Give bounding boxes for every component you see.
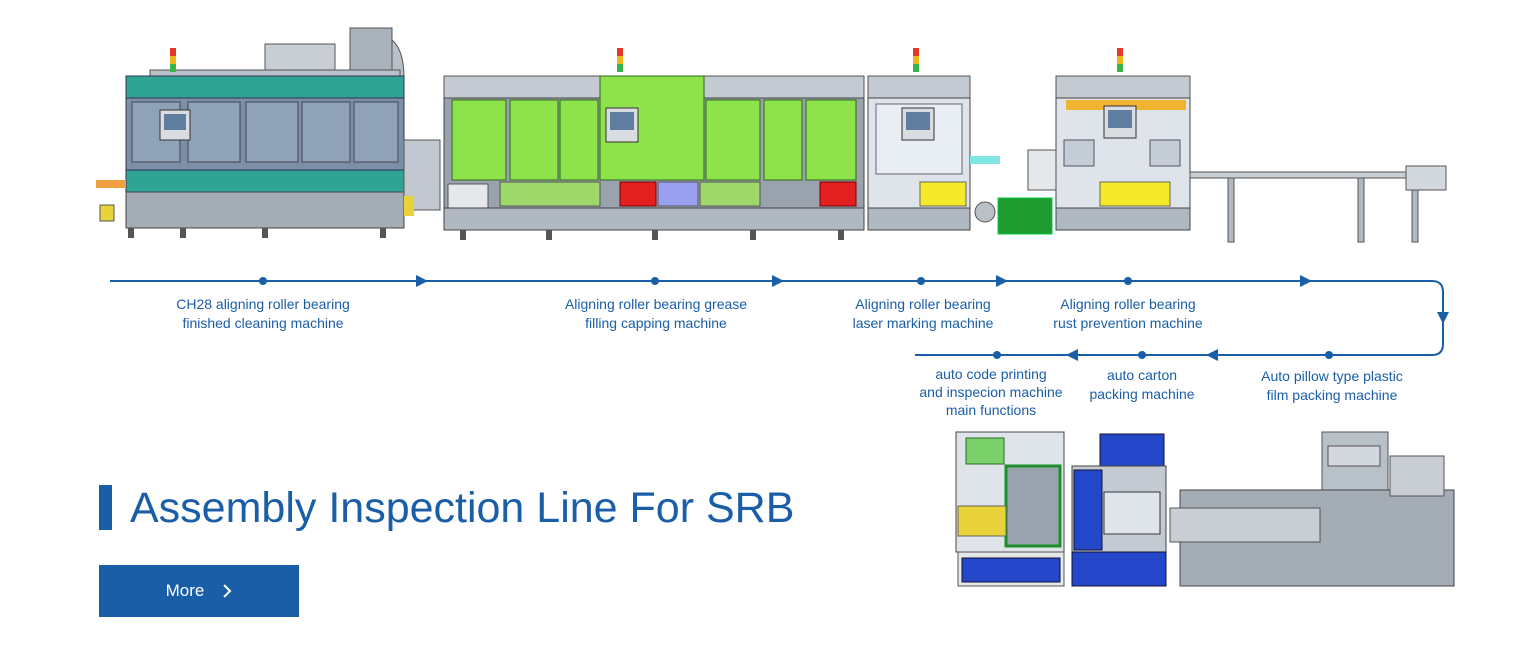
step-label-line1: auto carton — [1106, 367, 1178, 383]
step-label-code-printing: auto code printing and inspecion machine… — [903, 365, 1079, 419]
more-button[interactable]: More — [99, 565, 299, 617]
step-label-line2: finished cleaning machine — [182, 315, 344, 331]
chevron-right-icon — [222, 583, 232, 599]
step-label-line2: laser marking machine — [852, 315, 994, 331]
laser-marking-machine-illustration — [867, 48, 1053, 235]
step-label-line1: Auto pillow type plastic — [1261, 368, 1403, 384]
page-title: Assembly Inspection Line For SRB — [130, 484, 795, 532]
step-label-line1: auto code printing — [935, 366, 1047, 382]
step-label-laser-marking: Aligning roller bearing laser marking ma… — [838, 295, 1008, 333]
flow-nodes — [259, 277, 1333, 359]
step-label-line2: film packing machine — [1266, 387, 1398, 403]
step-label-line2: packing machine — [1089, 386, 1195, 402]
step-label-grease-filling: Aligning roller bearing grease filling c… — [546, 295, 766, 333]
step-label-line2: rust prevention machine — [1053, 315, 1203, 331]
step-label-line2: filling capping machine — [585, 315, 727, 331]
grease-filling-machine-illustration — [443, 48, 865, 240]
flow-arrowheads — [416, 275, 1449, 361]
step-label-line2: and inspecion machine — [919, 384, 1063, 400]
pillow-packing-machine-illustration — [1169, 431, 1455, 587]
step-label-cleaning-machine: CH28 aligning roller bearing finished cl… — [163, 295, 363, 333]
cleaning-machine-illustration — [96, 27, 441, 238]
step-label-rust-prevention: Aligning roller bearing rust prevention … — [1038, 295, 1218, 333]
step-label-line1: Aligning roller bearing grease — [564, 296, 748, 312]
heading-accent-bar — [99, 485, 112, 530]
step-label-line1: Aligning roller bearing — [1060, 296, 1196, 312]
step-label-line1: Aligning roller bearing — [855, 296, 991, 312]
code-printing-machine-illustration — [955, 431, 1065, 587]
carton-packing-machine-illustration — [1071, 433, 1167, 587]
rust-prevention-machine-illustration — [1027, 48, 1447, 243]
step-label-line1: CH28 aligning roller bearing — [176, 296, 350, 312]
step-label-carton-packing: auto carton packing machine — [1072, 366, 1212, 404]
more-button-label: More — [165, 581, 205, 600]
step-label-line3: main functions — [945, 402, 1037, 418]
step-label-pillow-packing: Auto pillow type plastic film packing ma… — [1237, 367, 1427, 405]
